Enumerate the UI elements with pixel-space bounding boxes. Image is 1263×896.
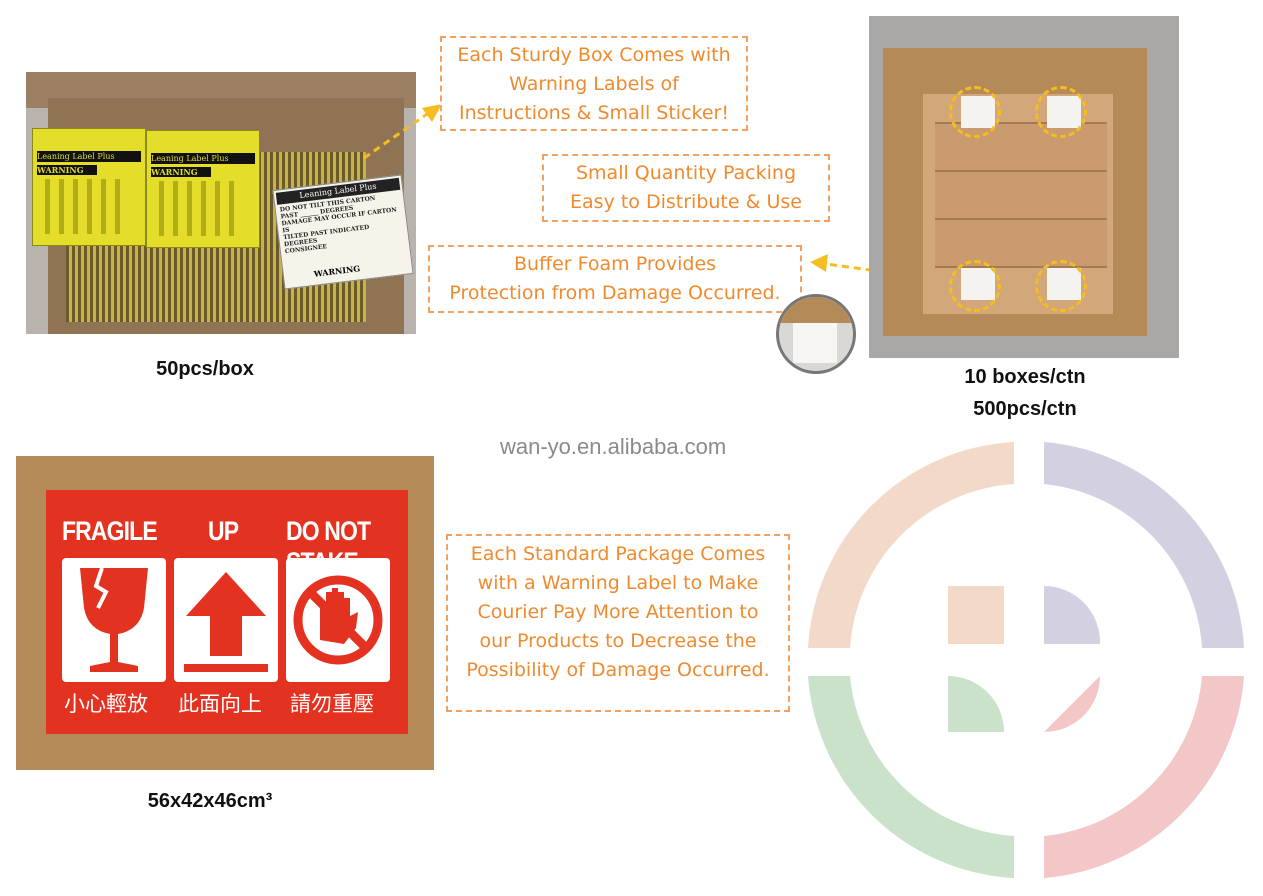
yellow-label-right: Leaning Label Plus WARNING — [146, 130, 260, 248]
highlight-circle — [949, 86, 1001, 138]
callout-buffer-foam: Buffer Foam Provides Protection from Dam… — [428, 245, 802, 313]
broken-glass-icon — [80, 567, 148, 672]
caption-dimensions: 56x42x46cm³ — [147, 790, 273, 812]
callout-small-quantity: Small Quantity Packing Easy to Distribut… — [542, 154, 830, 222]
watermark: wan-yo.en.alibaba.com — [500, 434, 727, 459]
label-warning-text: WARNING — [151, 167, 211, 177]
carton-photo — [869, 16, 1179, 358]
white-warning-label: Leaning Label Plus DO NOT TILT THIS CART… — [272, 174, 414, 290]
highlight-circle — [949, 260, 1001, 312]
fragile-label-photo: FRAGILE UP DO NOT STAKE 小心輕放 此面向上 請勿重壓 — [16, 456, 434, 770]
white-label-footer: WARNING — [313, 263, 361, 279]
no-hand-icon — [293, 575, 383, 665]
do-not-stake-panel — [286, 558, 390, 682]
callout-sturdy-box: Each Sturdy Box Comes with Warning Label… — [440, 36, 748, 131]
up-header: UP — [208, 516, 239, 546]
box-photo: Leaning Label Plus WARNING Leaning Label… — [26, 72, 416, 334]
up-arrow-icon — [184, 572, 268, 672]
fragile-panel — [62, 558, 166, 682]
caption-carton-boxes: 10 boxes/ctn — [964, 366, 1086, 388]
small-box — [935, 218, 1107, 268]
small-box — [935, 170, 1107, 220]
caption-carton-pcs: 500pcs/ctn — [973, 398, 1077, 420]
chinese-fragile: 小心輕放 — [64, 692, 148, 716]
foam-zoom-inset — [776, 294, 856, 374]
caption-box: 50pcs/box — [156, 358, 254, 380]
label-brand-text: Leaning Label Plus — [37, 151, 141, 162]
fragile-header: FRAGILE — [62, 516, 158, 546]
chinese-do-not-stake: 請勿重壓 — [290, 692, 374, 716]
brand-logo-icon — [808, 442, 1244, 878]
yellow-label-left: Leaning Label Plus WARNING — [32, 128, 146, 246]
arrow-to-sturdy-callout — [363, 104, 442, 160]
chinese-up: 此面向上 — [178, 692, 262, 716]
highlight-circle — [1035, 86, 1087, 138]
up-panel — [174, 558, 278, 682]
highlight-circle — [1035, 260, 1087, 312]
arrow-to-buffer-callout — [810, 254, 945, 282]
label-brand-text: Leaning Label Plus — [151, 153, 255, 164]
label-warning-text: WARNING — [37, 165, 97, 175]
callout-standard-package: Each Standard Package Comes with a Warni… — [446, 534, 790, 712]
